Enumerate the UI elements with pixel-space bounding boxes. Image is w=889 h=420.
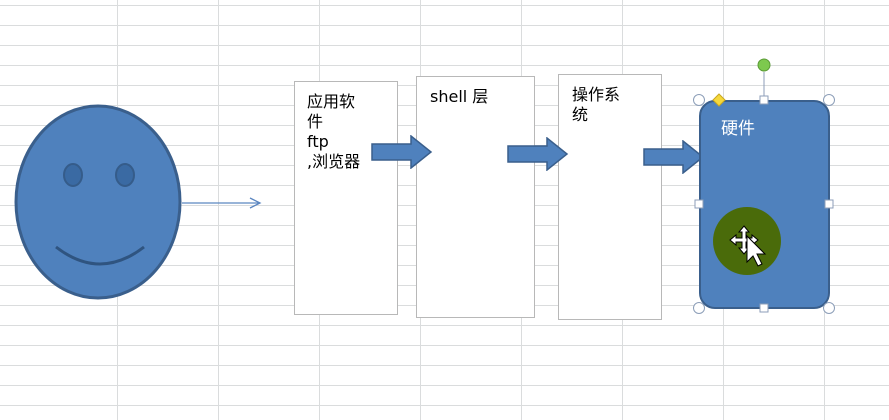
app-box-line: 应用软	[307, 92, 356, 111]
right-arrow-icon[interactable]	[507, 137, 569, 171]
hardware-label: 硬件	[721, 119, 755, 139]
app-box-line: ftp	[307, 132, 329, 151]
shell-layer-box[interactable]: shell 层	[416, 76, 535, 318]
smiley-face-icon[interactable]	[14, 103, 184, 301]
app-box-line: 件	[307, 112, 324, 131]
operating-system-box[interactable]: 操作系 统	[558, 74, 662, 320]
app-box-line: ,浏览器	[307, 152, 361, 171]
application-software-box[interactable]: 应用软 件 ftp ,浏览器	[294, 81, 398, 315]
os-box-line: 操作系	[572, 85, 621, 104]
connector-arrow[interactable]	[182, 196, 264, 210]
right-arrow-icon[interactable]	[371, 135, 433, 169]
shell-box-label: shell 层	[430, 87, 489, 106]
os-box-line: 统	[572, 105, 589, 124]
hardware-shape[interactable]: 硬件	[699, 100, 830, 309]
right-arrow-icon[interactable]	[643, 140, 705, 174]
